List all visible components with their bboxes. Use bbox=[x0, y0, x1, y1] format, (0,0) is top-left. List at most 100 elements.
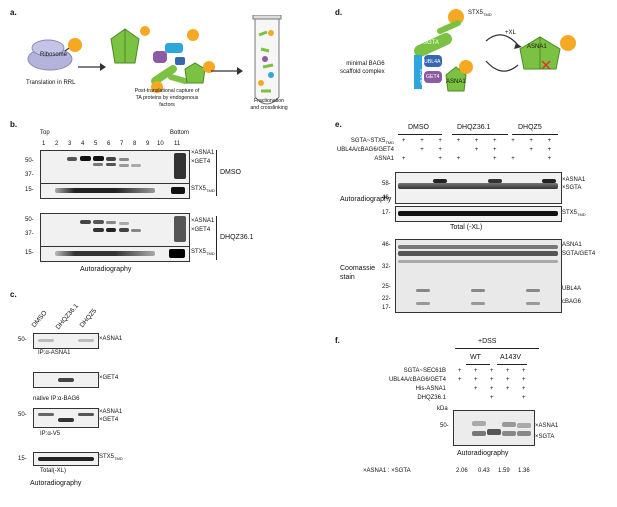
e-mw-c22: 22- bbox=[382, 296, 391, 302]
f-mark-1-3: + bbox=[506, 377, 510, 383]
e-coom-asna1: ASNA1 bbox=[562, 242, 582, 248]
e-blot-total bbox=[395, 206, 562, 222]
e-mark-0-3: + bbox=[456, 138, 461, 144]
e-mw-46: 46- bbox=[382, 195, 391, 201]
f-mark-3-2: + bbox=[490, 395, 494, 401]
e-mw-c46: 46- bbox=[382, 242, 391, 248]
f-mw-50: 50- bbox=[440, 423, 449, 429]
f-ratio-1: 0.43 bbox=[478, 468, 490, 474]
band-asna1-b: ×ASNA1 bbox=[191, 218, 215, 224]
panel-d-schematic bbox=[414, 9, 576, 92]
e-mark-2-2: + bbox=[438, 156, 442, 162]
stx5-label-dhqz: STX5TMD bbox=[191, 249, 215, 257]
e-blot-auto bbox=[395, 172, 562, 204]
panel-c-label: c. bbox=[10, 290, 17, 299]
d-get4: GET4 bbox=[426, 74, 440, 80]
f-mark-0-2: + bbox=[490, 368, 494, 374]
f-wt: WT bbox=[470, 354, 481, 361]
f-kda: kDa bbox=[437, 406, 448, 412]
c-mw-1: 50- bbox=[18, 337, 27, 343]
d-ubl4a: UBL4A bbox=[424, 59, 441, 65]
blot-ip-bag6 bbox=[33, 372, 99, 388]
e-mark-2-0: + bbox=[402, 156, 406, 162]
e-cap-auto: Autoradiography bbox=[340, 196, 392, 203]
band-get4-b: ×GET4 bbox=[191, 227, 211, 233]
blot-dhqz-top bbox=[40, 213, 190, 247]
blot-dhqz-stx5 bbox=[40, 246, 190, 262]
c-cap-ip-bag6: native IP:α-BAG6 bbox=[33, 396, 80, 402]
d-asna1-a: ASNA1 bbox=[446, 79, 466, 85]
c-band-asna1: ×ASNA1 bbox=[99, 336, 123, 342]
lane-dhqz361: DHQZ36.1 bbox=[54, 302, 80, 331]
top-label: Top bbox=[40, 130, 50, 136]
e-mark-0-4: + bbox=[474, 138, 479, 144]
c-mw-3: 50- bbox=[18, 412, 27, 418]
blot-ip-asna1 bbox=[33, 333, 99, 349]
lane-dhqz5: DHQZ5 bbox=[78, 307, 99, 329]
e-mark-1-4: + bbox=[474, 147, 479, 153]
panel-b-label: b. bbox=[10, 120, 18, 129]
f-ratio-2: 1.59 bbox=[498, 468, 510, 474]
e-mark-1-8: + bbox=[547, 147, 552, 153]
e-mark-1-5: + bbox=[493, 147, 497, 153]
f-dss: +DSS bbox=[478, 338, 497, 345]
f-mark-3-4: + bbox=[522, 395, 526, 401]
e-mark-0-0: + bbox=[402, 138, 406, 144]
d-stx5: STX5TMD bbox=[468, 10, 492, 18]
e-mw-17: 17- bbox=[382, 210, 391, 216]
f-mark-2-2: + bbox=[490, 386, 494, 392]
e-group-dhqz5: DHQZ5 bbox=[518, 124, 542, 131]
bottom-label: Bottom bbox=[170, 130, 190, 136]
e-row-label-1: UBL4A/cBAG6/GET4 bbox=[336, 147, 394, 153]
mw-37b: 37- bbox=[25, 231, 34, 237]
c-band-stx5: STX5TMD bbox=[99, 454, 123, 462]
mw-37: 37- bbox=[25, 172, 34, 178]
band-get4: ×GET4 bbox=[191, 159, 211, 165]
panel-d-label: d. bbox=[335, 8, 343, 17]
stx5-label-dmso: STX5TMD bbox=[191, 186, 215, 194]
e-cap-total: Total (-XL) bbox=[450, 224, 483, 231]
f-ratio-label: ×ASNA1 : ×SGTA bbox=[363, 468, 411, 474]
e-mark-2-3: + bbox=[456, 156, 461, 162]
condition-dmso: DMSO bbox=[220, 169, 241, 176]
e-mw-c17: 17- bbox=[382, 305, 391, 311]
c-cap-ip-asna1: IP:α-ASNA1 bbox=[38, 350, 71, 356]
e-mark-0-2: + bbox=[438, 138, 442, 144]
d-asna1-b: ASNA1 bbox=[527, 44, 547, 50]
e-mark-1-1: + bbox=[420, 147, 424, 153]
e-mark-2-5: + bbox=[493, 156, 497, 162]
e-coom-ubl4a: UBL4A bbox=[562, 286, 582, 292]
e-group-dmso: DMSO bbox=[408, 124, 429, 131]
e-mark-1-2: + bbox=[438, 147, 442, 153]
blot-dmso-stx5 bbox=[40, 183, 190, 199]
e-coom-sgta-get4: SGTA/GET4 bbox=[562, 251, 596, 257]
c-band-asna1-b: ×ASNA1 bbox=[99, 409, 123, 415]
condition-dhqz: DHQZ36.1 bbox=[220, 234, 254, 241]
e-mark-0-7: + bbox=[529, 138, 533, 144]
ribosome-label: Ribosome bbox=[40, 52, 68, 58]
e-band-stx5: STX5TMD bbox=[562, 210, 586, 218]
f-mark-2-1: + bbox=[474, 386, 478, 392]
d-sgta: SGTA bbox=[423, 40, 439, 46]
e-mark-0-1: + bbox=[420, 138, 424, 144]
lane-dmso: DMSO bbox=[30, 309, 49, 329]
panel-a-schematic bbox=[27, 15, 282, 105]
f-mark-0-4: + bbox=[522, 368, 526, 374]
e-band-sgta: ×SGTA bbox=[562, 185, 582, 191]
e-row-label-0: SGTA~STX5TMD bbox=[350, 138, 394, 146]
panel-b-caption: Autoradiography bbox=[80, 266, 132, 273]
e-mw-58: 58- bbox=[382, 181, 391, 187]
blot-total bbox=[33, 452, 99, 466]
d-xl: +XL bbox=[505, 30, 516, 36]
f-mark-2-3: + bbox=[506, 386, 510, 392]
f-ratio-0: 2.06 bbox=[456, 468, 468, 474]
panel-f-label: f. bbox=[335, 336, 340, 345]
panel-c-caption: Autoradiography bbox=[30, 480, 82, 487]
e-mw-c25: 25- bbox=[382, 284, 391, 290]
f-mark-0-0: + bbox=[458, 368, 462, 374]
c-cap-total: Total(-XL) bbox=[40, 468, 67, 474]
e-band-asna1: ×ASNA1 bbox=[562, 177, 586, 183]
blot-dmso-top bbox=[40, 150, 190, 184]
